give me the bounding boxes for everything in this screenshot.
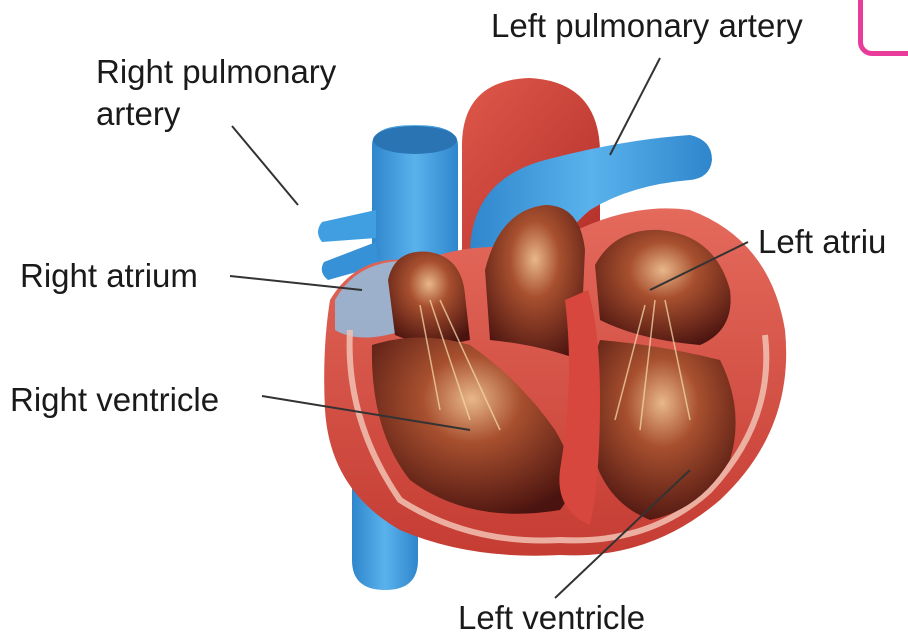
label-left-atrium: Left atriu xyxy=(758,222,886,262)
label-left-pulmonary-artery: Left pulmonary artery xyxy=(491,6,803,46)
label-right-pulmonary-artery-line1: Right pulmonary xyxy=(96,52,336,92)
corner-badge xyxy=(858,0,908,56)
label-right-pulmonary-artery-line2: artery xyxy=(96,94,180,134)
label-right-ventricle: Right ventricle xyxy=(10,380,219,420)
leader-right-atrium xyxy=(230,276,362,290)
label-left-ventricle: Left ventricle xyxy=(458,598,645,638)
right-pulmonary-branch-upper xyxy=(318,210,376,242)
leader-right-pulmonary-artery xyxy=(232,126,298,205)
label-right-atrium: Right atrium xyxy=(20,256,198,296)
vena-cava-opening xyxy=(373,126,457,154)
